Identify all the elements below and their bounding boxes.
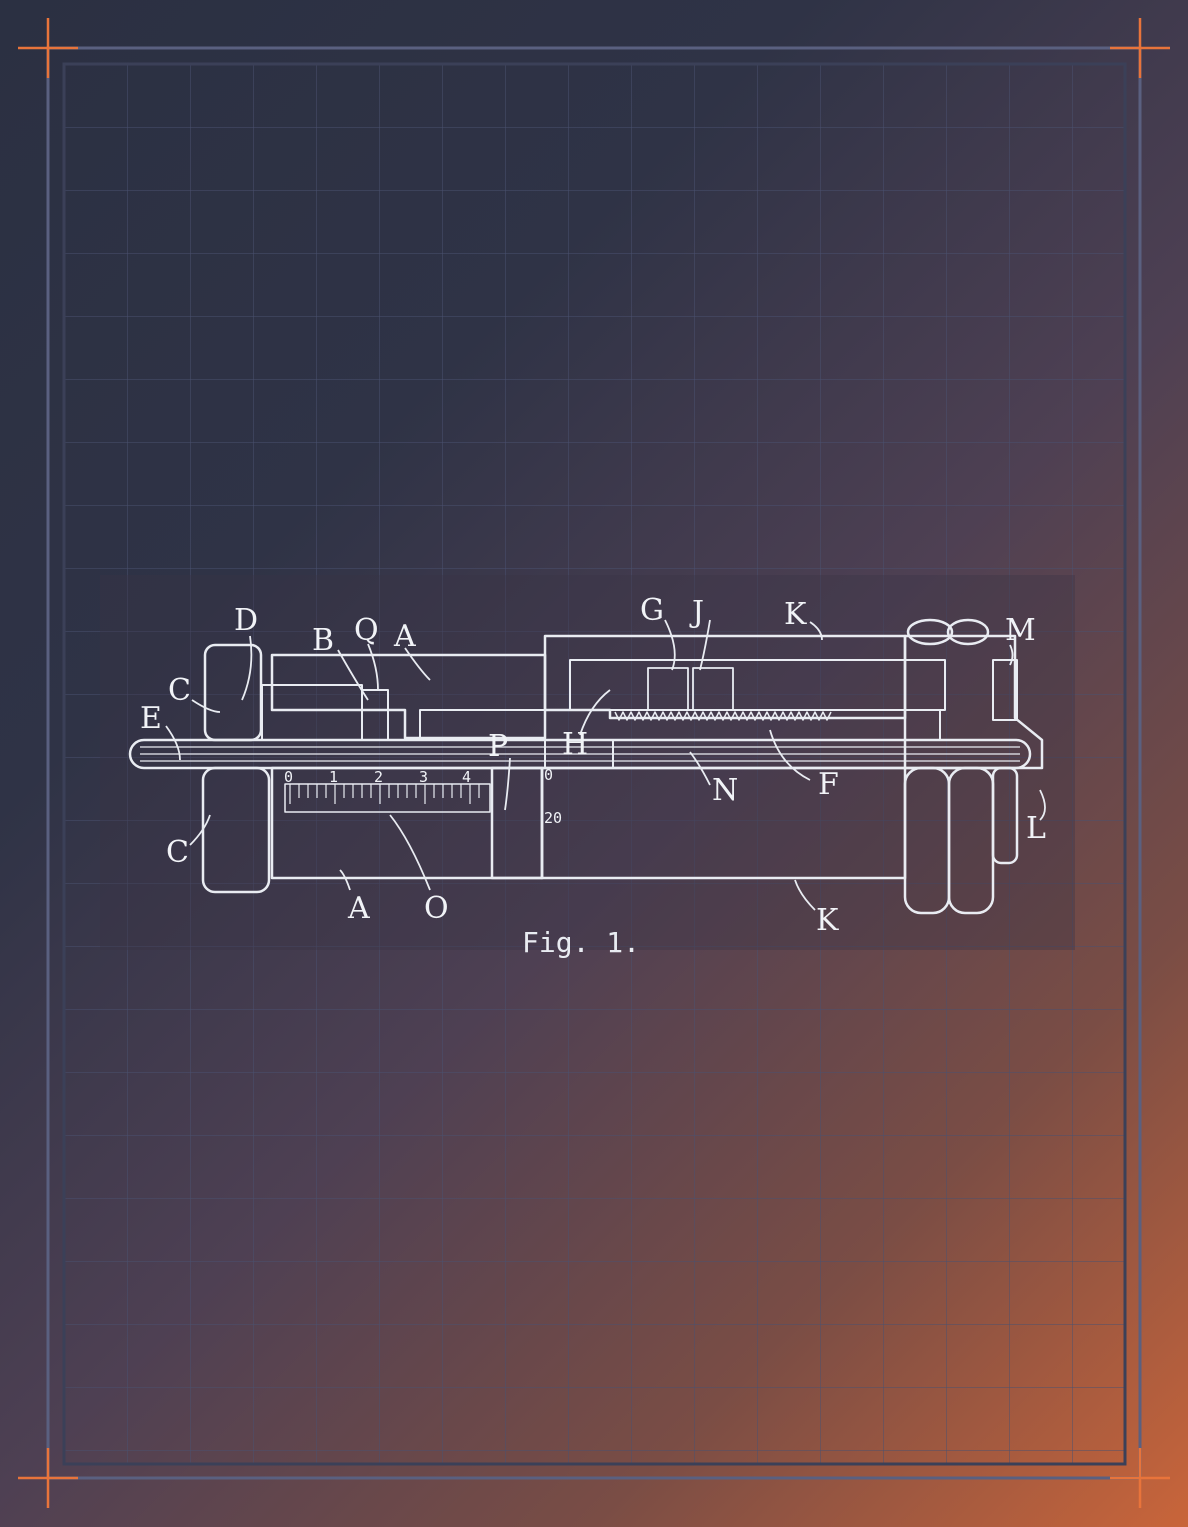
label-J: J [689,595,704,630]
sleeve-scale-0: 0 [284,768,293,786]
corner-marks [18,18,1170,1508]
sleeve-scale-strip [284,783,491,813]
label-F: F [818,767,839,802]
sleeve-scale-1: 1 [329,768,338,786]
spindle-lines [140,746,1020,762]
sleeve-ticks [289,784,480,804]
clamp-block [361,689,389,741]
label-C-lower: C [166,835,189,870]
thimble-scale-0: 0 [544,766,553,784]
label-E: E [140,701,162,736]
label-G: G [640,593,664,628]
label-B: B [312,623,334,658]
end-nut-M [992,659,1018,721]
label-L: L [1026,811,1046,846]
figure-caption: Fig. 1. [522,926,640,959]
grid-background [64,64,1125,1464]
label-H: H [562,727,588,762]
label-K-lower: K [816,903,839,938]
end-cap-bumps [906,618,990,646]
sleeve-scale-numbers: 0 1 2 3 4 [284,768,471,786]
label-A-upper: A [393,619,416,654]
outer-frame [46,46,1142,1480]
label-D: D [234,603,258,638]
lead-screw [419,709,941,741]
label-A-lower: A [347,891,370,926]
micrometer-drawing [128,618,1044,915]
ratchet-knob-3 [991,766,1019,865]
thimble-scale-numbers: 0 20 [544,766,562,827]
leader-lines [165,619,1046,911]
sleeve-scale-4: 4 [462,768,471,786]
sleeve-scale-2: 2 [374,768,383,786]
label-K-upper: K [784,597,807,632]
sleeve-scale-3: 3 [419,768,428,786]
end-cap [903,634,1044,770]
inner-frame [62,62,1127,1466]
thimble-scale-20: 20 [544,809,562,827]
drawing-panel [100,575,1075,950]
label-P: P [488,729,508,764]
label-O: O [424,891,449,926]
label-C-upper: C [168,673,191,708]
label-M: M [1005,613,1036,648]
label-Q: Q [354,613,379,648]
screw-thread [614,711,832,721]
label-N: N [712,773,738,808]
part-labels: D C E C B Q A G J K M L H P N F A O K [140,593,1046,938]
